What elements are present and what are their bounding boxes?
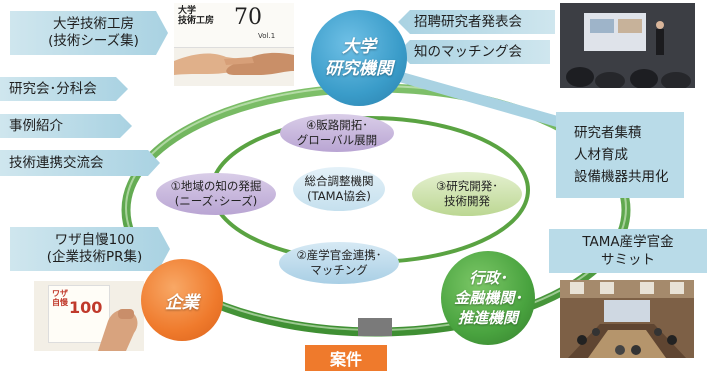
tag-chi-matching-label: 知のマッチング会: [414, 43, 522, 60]
pill-p1-discovery: ①地域の知の発掘 (ニーズ･シーズ): [156, 173, 276, 215]
output-label-text: 案件: [329, 350, 362, 369]
tag-kenkyusha-line3: 設備機器共用化: [574, 169, 669, 185]
book-title-line1: 大学: [178, 6, 197, 16]
pill-p3-line1: ③研究開発･: [435, 179, 499, 193]
photo-fist-book: ワザ 自慢 100: [34, 281, 144, 351]
tag-waza-line2: (企業技術PR集): [46, 249, 143, 265]
tag-summit: TAMA産学官金 サミット: [549, 229, 707, 273]
book-cover-waza: ワザ 自慢 100: [48, 285, 110, 343]
tag-gijutsu-kobo-line2: (技術シーズ集): [48, 33, 139, 49]
pill-p4-market: ④販路開拓･ グローバル展開: [280, 114, 394, 152]
tag-koryukai-label: 技術連携交流会: [9, 154, 104, 171]
photo-handshake-book: 大学 技術工房 70 Vol.1: [174, 3, 294, 86]
book-vol: Vol.1: [258, 32, 276, 40]
tag-jirei-label: 事例紹介: [9, 117, 63, 134]
tag-gijutsu-kobo-line1: 大学技術工房: [53, 16, 134, 32]
pill-center-line1: 総合調整機関: [304, 174, 374, 188]
pill-p1-line1: ①地域の知の発掘: [170, 179, 262, 193]
tag-shohei-label: 招聘研究者発表会: [414, 13, 522, 30]
tag-jirei: 事例紹介: [0, 114, 132, 138]
tag-gijutsu-kobo: 大学技術工房 (技術シーズ集): [10, 11, 168, 55]
tag-kenkyukai: 研究会･分科会: [0, 77, 128, 101]
tag-kenkyukai-label: 研究会･分科会: [9, 80, 97, 97]
pill-center-line2: (TAMA協会): [307, 189, 371, 203]
tag-summit-line1: TAMA産学官金: [582, 234, 674, 250]
pill-p3-line2: 技術開発: [444, 194, 490, 208]
book2-number: 100: [69, 298, 103, 317]
book2-title-line2: 自慢: [52, 298, 68, 307]
node-university-line1: 大学: [342, 37, 376, 57]
pill-center: 総合調整機関 (TAMA協会): [293, 167, 385, 211]
pill-p3-rnd: ③研究開発･ 技術開発: [412, 172, 522, 216]
book2-title-line1: ワザ: [52, 289, 68, 298]
node-company-label: 企業: [165, 292, 199, 313]
node-gov-line3: 推進機関: [457, 309, 518, 327]
tag-kenkyusha-line1: 研究者集積: [574, 125, 642, 141]
node-university: 大学 研究機関: [311, 10, 407, 106]
pill-p1-line2: (ニーズ･シーズ): [174, 194, 258, 208]
tag-shohei: 招聘研究者発表会: [398, 10, 555, 34]
output-label: 案件: [305, 345, 387, 371]
node-gov: 行政･ 金融機関･ 推進機関: [441, 251, 535, 345]
connector-arrow-right: [392, 70, 565, 128]
pill-p2-matching: ②産学官金連携･ マッチング: [279, 242, 399, 284]
node-gov-line2: 金融機関･: [454, 289, 522, 307]
pill-p4-line2: グローバル展開: [296, 133, 378, 147]
fist-icon: [98, 309, 138, 351]
pill-p2-line1: ②産学官金連携･: [296, 248, 382, 262]
photo-meeting-room: [560, 280, 694, 358]
tag-koryukai: 技術連携交流会: [0, 150, 160, 176]
handshake-icon: [174, 52, 294, 75]
node-company: 企業: [141, 259, 223, 341]
photo-seminar: [560, 3, 695, 88]
tag-kenkyusha: 研究者集積 人材育成 設備機器共用化: [556, 112, 684, 198]
pill-p2-line2: マッチング: [310, 263, 368, 277]
book-title-line2: 技術工房: [178, 16, 215, 26]
tag-summit-line2: サミット: [601, 252, 655, 268]
output-arrow-stem: [358, 318, 392, 336]
book-number: 70: [234, 5, 262, 30]
tag-waza: ワザ自慢100 (企業技術PR集): [10, 227, 170, 271]
node-gov-line1: 行政･: [469, 269, 507, 287]
tag-kenkyusha-line2: 人材育成: [574, 147, 628, 163]
tag-waza-line1: ワザ自慢100: [54, 232, 135, 248]
book-cover-gijutsu-kobo: 大学 技術工房 70 Vol.1: [174, 3, 294, 48]
node-university-line2: 研究機関: [325, 59, 393, 79]
tag-chi-matching: 知のマッチング会: [398, 40, 550, 64]
pill-p4-line1: ④販路開拓･: [305, 118, 369, 132]
